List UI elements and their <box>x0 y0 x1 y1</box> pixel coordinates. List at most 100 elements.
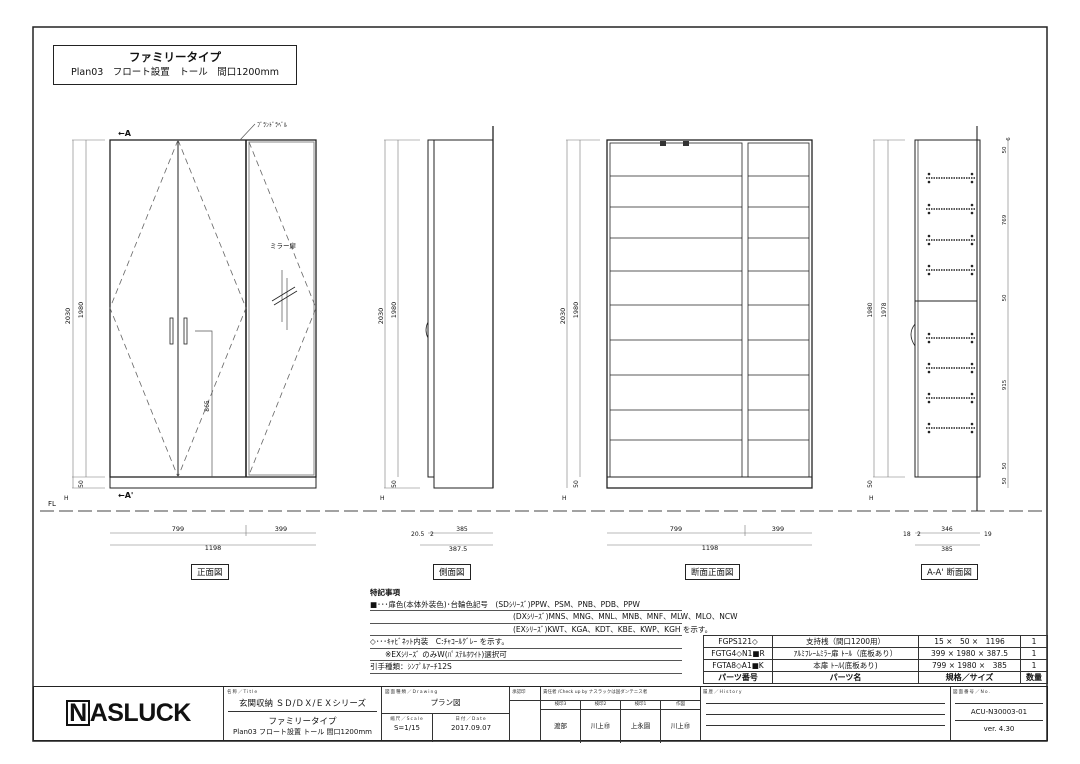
drawing-title-box: ファミリータイプ Plan03 フロート設置 トール 間口1200mm <box>53 45 297 85</box>
shelf-pin <box>970 234 974 238</box>
date-caption: 日付／Date <box>455 717 487 722</box>
section-dim-right-width: 399 <box>772 525 784 533</box>
shelf-pin <box>927 362 931 366</box>
note-row: (DXｼﾘｰｽﾞ)MNS、MNG、MNL、MNB、MNF、MLW、MLO、NCW <box>370 611 738 624</box>
aa-section-view <box>873 126 1009 546</box>
shelf-pin <box>970 242 974 246</box>
shelf-pin <box>927 392 931 396</box>
aa-dim-left-offset: 18 <box>903 531 911 538</box>
shelf-pin <box>927 400 931 404</box>
shelf-pin <box>927 234 931 238</box>
table-header: パーツ番号パーツ名規格／サイズ数量 <box>703 671 1048 684</box>
section-front-view <box>566 139 813 546</box>
view-label-aa-section: A-A' 断面図 <box>921 564 978 580</box>
history-caption: 履歴／History <box>703 690 743 695</box>
approval-caption: 承認印 <box>510 687 540 701</box>
drawing-subtitle: Plan03 フロート設置 トール 間口1200mm <box>71 67 279 78</box>
aa-right-dim: 50 <box>1002 477 1008 484</box>
aa-dim-body-height: 1980 <box>867 302 874 317</box>
part-name: 支持桟（間口1200用） <box>772 635 919 648</box>
aa-dim-right-offset: 19 <box>984 531 992 538</box>
date-value: 2017.09.07 <box>450 724 492 732</box>
checker-name: 渡部 <box>554 722 567 730</box>
side-dim-body-height: 1980 <box>390 302 398 319</box>
header-size: 規格／サイズ <box>918 671 1021 684</box>
floor-label: FL <box>48 500 56 508</box>
checker-name: 上永園 <box>630 722 651 730</box>
side-dim-offset: 20.5 <box>411 531 425 538</box>
aa-right-dim: 769 <box>1002 214 1008 225</box>
section-dim-body-height: 1980 <box>572 302 580 319</box>
scale-value: S=1/15 <box>393 724 421 732</box>
part-qty: 1 <box>1020 635 1048 648</box>
shelf-pin <box>970 172 974 176</box>
notes-heading: 特記事項 <box>370 588 400 597</box>
dim-body-height: 1980 <box>77 302 85 319</box>
shelf-pin <box>927 340 931 344</box>
shelf-pin <box>927 430 931 434</box>
special-notes: 特記事項 ■･･･扉色(本体外装色)･台輪色記号 (SDｼﾘｰｽﾞ)PPW、PS… <box>370 587 738 674</box>
section-dim-base: 50 <box>573 480 580 488</box>
history-cell: 履歴／History <box>701 687 951 740</box>
shelf-pin <box>970 203 974 207</box>
part-number: FGTA8◇A1■K <box>703 659 773 672</box>
shelf-pin <box>970 400 974 404</box>
shelf-pin <box>927 264 931 268</box>
dim-total-width: 1198 <box>205 544 222 552</box>
aa-dim-total-depth: 385 <box>941 546 953 553</box>
brand-label-callout: ﾌﾞﾗﾝﾄﾞﾗﾍﾞﾙ <box>257 122 287 129</box>
section-dim-left-width: 799 <box>670 525 682 533</box>
part-number: FGTG4◇N1■R <box>703 647 773 660</box>
aa-h-mark: H <box>869 495 874 502</box>
side-dim-total-height: 2030 <box>377 308 385 325</box>
shelf-pin <box>970 392 974 396</box>
sheet-border <box>32 26 1048 742</box>
aa-right-dim: 6 <box>1006 137 1012 141</box>
view-label-section-front: 断面正面図 <box>685 564 740 580</box>
checker-cell: 検印1 上永園 <box>621 701 661 743</box>
side-dim-gap: 2 <box>430 531 434 538</box>
shelf-pin <box>970 272 974 276</box>
shelf-pin <box>927 203 931 207</box>
shelf-pin <box>970 430 974 434</box>
series-name: 玄関収納 ＳＤ/ＤＸ/ＥＸシリーズ <box>228 697 377 712</box>
dim-right-width: 399 <box>275 525 287 533</box>
dim-left-width: 799 <box>172 525 184 533</box>
side-dim-depth: 385 <box>456 526 468 533</box>
section-dim-total-width: 1198 <box>702 544 719 552</box>
checker-role: 検印3 <box>541 701 580 710</box>
title-subtitle2: Plan03 フロート設置 トール 間口1200mm <box>233 728 372 736</box>
aa-dim-base: 50 <box>867 480 874 488</box>
shelf-pin <box>970 340 974 344</box>
side-dim-base: 50 <box>391 480 398 488</box>
drawing-title: ファミリータイプ <box>129 50 221 64</box>
shelf-pin <box>927 370 931 374</box>
view-label-front: 正面図 <box>191 564 229 580</box>
shelf-pin <box>927 272 931 276</box>
shelf-pin <box>970 211 974 215</box>
header-part-number: パーツ番号 <box>703 671 773 684</box>
drawing-number: ACU-N30003-01 <box>955 703 1043 721</box>
dim-base: 50 <box>78 480 85 488</box>
shelf-pin <box>927 242 931 246</box>
shelf-pin <box>970 180 974 184</box>
side-dim-total-depth: 387.5 <box>449 545 468 553</box>
front-view <box>72 123 317 546</box>
checker-role: 作図 <box>661 701 700 710</box>
aa-dim-gap: 2 <box>917 531 921 538</box>
shelf-pin <box>970 370 974 374</box>
part-name: 本扉 ﾄｰﾙ(底板あり) <box>772 659 919 672</box>
shelf-pin <box>927 332 931 336</box>
shelf-pin <box>927 172 931 176</box>
side-h-mark: H <box>380 495 385 502</box>
part-name: ｱﾙﾐﾌﾚｰﾑﾐﾗｰ扉 ﾄｰﾙ（底板あり） <box>772 647 919 660</box>
shelf-pin <box>927 180 931 184</box>
check-caption: 責任者 /Check up by ナスラックは国ダンテニス者 <box>541 687 700 701</box>
checker-role: 検印1 <box>621 701 660 710</box>
